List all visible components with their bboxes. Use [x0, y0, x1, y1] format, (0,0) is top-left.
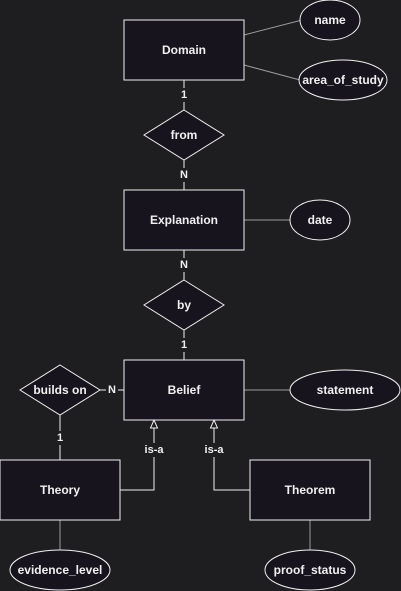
entity-domain[interactable]: Domain: [123, 19, 245, 81]
theorem-isa-arrowhead: [209, 418, 219, 429]
relationship-from-label: from: [171, 128, 198, 142]
attribute-name-label: name: [314, 13, 346, 27]
entity-domain-label: Domain: [162, 43, 206, 57]
attribute-proof-status[interactable]: proof_status: [264, 549, 356, 591]
domain-name-link: [243, 19, 303, 36]
attribute-statement[interactable]: statement: [289, 369, 401, 411]
attribute-area-of-study[interactable]: area_of_study: [298, 59, 388, 101]
attribute-area-of-study-label: area_of_study: [302, 73, 384, 87]
relationship-by[interactable]: by: [143, 279, 225, 331]
relationship-builds-on[interactable]: builds on: [19, 364, 101, 416]
attribute-evidence-level[interactable]: evidence_level: [9, 549, 111, 591]
domain-area-link: [243, 64, 301, 81]
theory-isa-arrowhead: [149, 418, 159, 429]
attribute-proof-status-label: proof_status: [274, 563, 347, 577]
isa-label-theory: is-a: [145, 444, 165, 456]
isa-label-theorem: is-a: [205, 444, 225, 456]
entity-belief-label: Belief: [168, 383, 202, 397]
entity-theory-label: Theory: [40, 483, 80, 497]
cardinality-builds-on-belief: N: [108, 384, 116, 396]
entity-theorem-label: Theorem: [285, 483, 336, 497]
attribute-date[interactable]: date: [289, 199, 351, 241]
attribute-evidence-level-label: evidence_level: [18, 563, 103, 577]
cardinality-explanation-by: N: [180, 259, 188, 271]
attribute-statement-label: statement: [317, 383, 374, 397]
entity-explanation[interactable]: Explanation: [123, 189, 245, 251]
cardinality-builds-on-theory: 1: [57, 432, 63, 444]
entity-theory[interactable]: Theory: [0, 459, 121, 521]
cardinality-from-explanation: N: [180, 169, 188, 181]
attribute-date-label: date: [308, 213, 333, 227]
entity-theorem[interactable]: Theorem: [249, 459, 371, 521]
entity-explanation-label: Explanation: [150, 213, 218, 227]
relationship-builds-on-label: builds on: [33, 383, 86, 397]
relationship-by-label: by: [177, 298, 191, 312]
attribute-name[interactable]: name: [299, 0, 361, 41]
cardinality-domain-from: 1: [181, 89, 187, 101]
relationship-from[interactable]: from: [143, 109, 225, 161]
cardinality-by-belief: 1: [181, 339, 187, 351]
entity-belief[interactable]: Belief: [123, 359, 245, 421]
